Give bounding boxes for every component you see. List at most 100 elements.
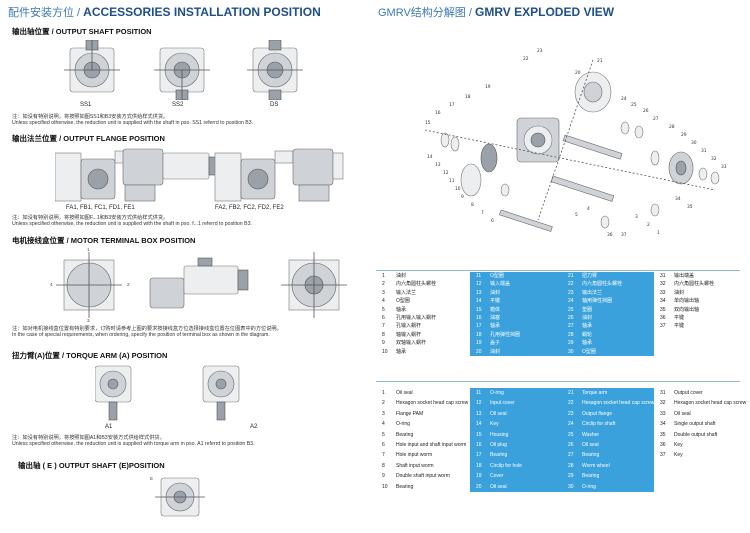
eshaft-heading: 输出轴 ( E ) OUTPUT SHAFT (E)POSITION	[18, 461, 165, 470]
exploded-part-numbers: 23 22 21 20 19 18 17 16 15 14 13 12 11 1…	[425, 48, 727, 238]
terminal-num-4: 4	[50, 282, 53, 287]
exploded-worm-wheel	[480, 143, 498, 173]
part-num-32: 32	[711, 156, 717, 162]
shaft-drawing-3	[247, 40, 303, 100]
part-number: 16	[476, 314, 482, 321]
part-name: Worm wheel	[582, 462, 610, 469]
part-number: 17	[476, 323, 482, 330]
part-name: Key	[674, 441, 683, 448]
part-name: 内六角圆柱头螺栓	[396, 281, 437, 288]
part-name: Output cover	[674, 390, 703, 396]
part-row: 17 轴承	[476, 322, 562, 330]
part-number: 2	[382, 281, 385, 288]
part-number: 26	[568, 314, 574, 321]
eshaft-drawing	[155, 477, 205, 517]
part-name: 油封	[396, 273, 407, 279]
part-name: Torque arm	[582, 390, 608, 396]
part-number: 18	[476, 331, 482, 338]
part-number: 3	[382, 410, 385, 417]
part-name: Double shaft input worm	[396, 473, 450, 480]
part-num-20: 20	[575, 70, 581, 76]
part-number: 28	[568, 462, 574, 469]
part-name: Circlip for hole	[490, 462, 522, 469]
part-name: Flange PAM	[396, 410, 424, 417]
part-name: 轴输入蜗杆	[396, 331, 422, 338]
part-name: 轴承	[490, 323, 501, 330]
part-name: 内六角圆柱头螺栓	[582, 281, 623, 288]
shaft-drawing-1	[64, 40, 120, 93]
terminal-heading: 电机接线盒位置 / MOTOR TERMINAL BOX POSITION	[12, 236, 196, 245]
part-num-37: 37	[621, 232, 627, 238]
part-name: 平键	[674, 314, 685, 321]
part-num-4: 4	[587, 206, 590, 212]
flange-drawing-2	[122, 148, 220, 202]
part-name: O型圈	[490, 273, 504, 279]
part-name: Oil plug	[490, 441, 507, 448]
part-name: Oil seal	[582, 441, 599, 448]
exploded-output-cover	[668, 151, 694, 185]
part-num-31: 31	[701, 148, 707, 154]
torque-note: 注：如没有特别说明，将按照如图A1和B3安装方式供给样式供货。 Unless s…	[12, 435, 255, 448]
flange-heading: 输出法兰位置 / OUTPUT FLANGE POSITION	[12, 134, 165, 143]
exploded-small-parts	[425, 59, 720, 229]
part-number: 30	[568, 483, 574, 490]
part-name: 内六角圆柱头螺栓	[674, 281, 715, 288]
terminal-num-1: 1	[87, 247, 90, 252]
part-number: 37	[660, 452, 666, 459]
part-name: 轴承	[396, 348, 407, 355]
part-number: 13	[476, 410, 482, 417]
part-number: 7	[382, 323, 385, 330]
terminal-note-en: In the case of special requirements, whe…	[12, 332, 270, 339]
flange-labels-right: FA2, FB2, FC2, FD2, FE2	[215, 205, 284, 211]
part-number: 30	[568, 348, 574, 355]
part-name: Shaft input worm	[396, 462, 434, 469]
part-name: Input cover	[490, 400, 515, 407]
part-number: 6	[382, 441, 385, 448]
right-title: GMRV结构分解图 / GMRV EXPLODED VIEW	[378, 5, 615, 19]
part-number: 35	[660, 431, 666, 438]
terminal-note-cn: 注：如对电机接线盒位置有特别要求，订购时请参考上图的要求按接线盒方位选择接线盒位…	[12, 326, 282, 332]
part-number: 21	[568, 390, 574, 396]
part-number: 27	[568, 323, 574, 330]
part-name: 孔用输入输入蜗杆	[396, 314, 437, 321]
part-name: Oil seal	[674, 410, 691, 417]
part-num-13: 13	[435, 162, 441, 168]
part-name: Hole input and shaft input worm	[396, 441, 467, 448]
part-name: 扭力臂	[582, 273, 598, 279]
part-name: 盖子	[490, 340, 501, 347]
part-name: 油封	[490, 289, 501, 296]
part-number: 4	[382, 298, 385, 305]
part-name: 平键	[490, 298, 501, 305]
part-number: 27	[568, 452, 574, 459]
part-name: 油封	[582, 314, 593, 321]
part-number: 15	[476, 306, 482, 313]
part-num-5: 5	[575, 212, 578, 218]
part-name: 平键	[674, 323, 685, 330]
part-name: Hexagon socket head cap screw	[396, 400, 469, 407]
flange-note-en: Unless specified otherwise, the reductio…	[12, 221, 252, 228]
part-name: 孔用弹性挡圈	[490, 331, 521, 338]
